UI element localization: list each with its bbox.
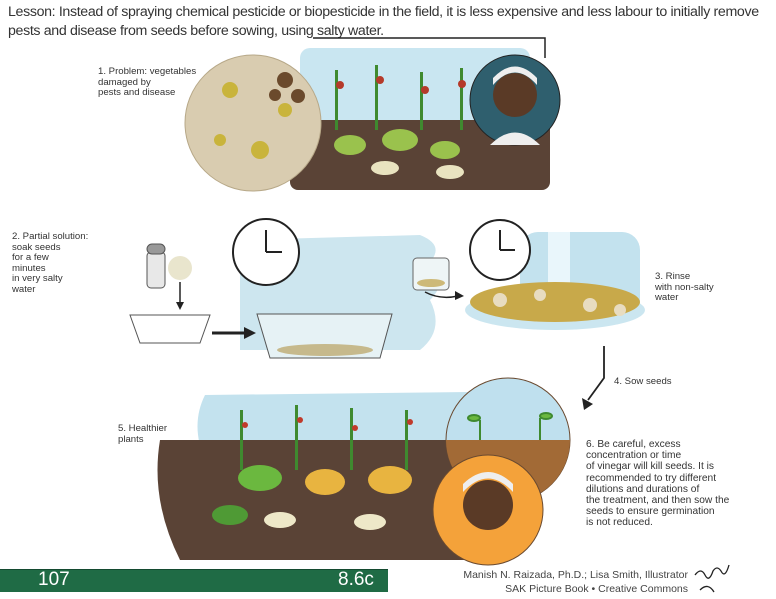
credit-license: SAK Picture Book • Creative Commons	[505, 583, 688, 595]
footer-bar	[0, 569, 388, 592]
panel-healthy	[157, 377, 571, 566]
panel-problem	[184, 37, 561, 192]
credit-authors: Manish N. Raizada, Ph.D.; Lisa Smith, Il…	[463, 569, 688, 581]
damaged-plants	[334, 65, 466, 179]
illustrator-signature	[694, 564, 730, 593]
lesson-text: Lesson: Instead of spraying chemical pes…	[8, 4, 759, 39]
panel-soak	[129, 218, 464, 359]
connector-line	[313, 37, 546, 58]
caption-step4: 4. Sow seeds	[614, 376, 672, 387]
caption-step6: 6. Be careful, excess concentration or t…	[586, 439, 730, 529]
page-number: 107	[38, 569, 70, 590]
sky	[300, 48, 530, 143]
caption-step2: 2. Partial solution: soak seeds for a fe…	[12, 231, 89, 295]
salt-shaker	[146, 251, 166, 289]
panel-rinse	[465, 219, 645, 410]
caption-step5: 5. Healthier plants	[118, 423, 168, 445]
section-number: 8.6c	[338, 569, 374, 590]
rinsed-seeds	[470, 282, 640, 322]
salt-water-bowl	[129, 314, 211, 344]
sow-arrow	[587, 346, 605, 401]
healthy-plants	[212, 405, 412, 530]
soil	[157, 440, 470, 560]
caption-step1: 1. Problem: vegetables damaged by pests …	[98, 66, 197, 98]
damaged-seeds-closeup	[184, 54, 322, 192]
caption-step3: 3. Rinse with non-salty water	[655, 271, 714, 303]
arrow	[244, 327, 256, 339]
